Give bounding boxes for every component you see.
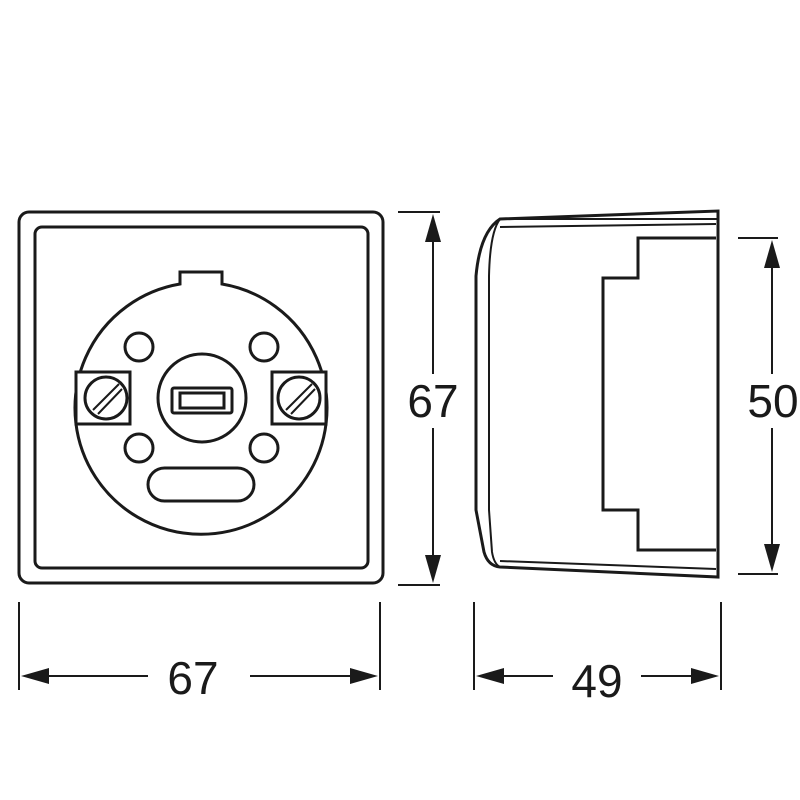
mounting-hole-bottom-left <box>123 432 155 464</box>
side-view <box>474 209 720 579</box>
socket-insert <box>73 270 329 536</box>
mounting-hole-top-left <box>123 331 155 363</box>
arrow-right-icon <box>691 668 719 684</box>
side-height-dimension: 50 <box>738 237 799 575</box>
front-width-label: 67 <box>167 652 218 704</box>
arrow-down-icon <box>425 555 441 583</box>
arrow-down-icon <box>764 544 780 572</box>
arrow-right-icon <box>350 668 378 684</box>
side-depth-label: 49 <box>571 655 622 707</box>
arrow-up-icon <box>764 240 780 268</box>
side-height-label: 50 <box>747 375 798 427</box>
front-height-label: 67 <box>407 375 458 427</box>
contact-slot-inner <box>178 391 226 410</box>
screw-clamp-right <box>270 370 328 426</box>
lower-slot <box>146 466 256 503</box>
arrow-left-icon <box>476 668 504 684</box>
side-body-edge-inner-top <box>499 223 717 228</box>
front-width-dimension: 67 <box>18 602 381 704</box>
side-depth-dimension: 49 <box>473 602 722 707</box>
arrow-up-icon <box>425 214 441 242</box>
side-stepped-profile <box>601 236 716 552</box>
arrow-left-icon <box>21 668 49 684</box>
side-body-edge-inner-bottom <box>499 560 717 570</box>
side-body-front-edge <box>488 218 501 568</box>
mounting-hole-bottom-right <box>248 432 280 464</box>
front-view <box>17 210 385 585</box>
front-height-dimension: 67 <box>398 211 459 586</box>
screw-clamp-left <box>74 370 132 426</box>
mounting-hole-top-right <box>248 331 280 363</box>
